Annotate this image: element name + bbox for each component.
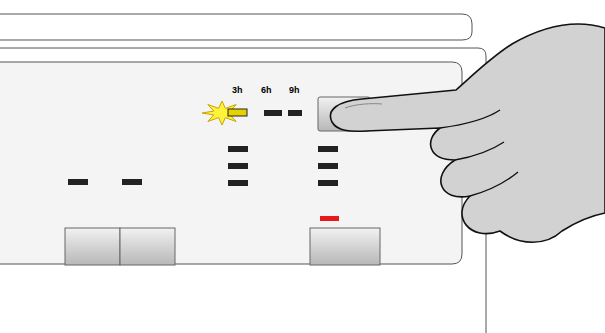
indicator-bar bbox=[318, 180, 338, 186]
indicator-bar bbox=[228, 146, 248, 152]
delay-bar bbox=[264, 110, 282, 116]
fingernail bbox=[345, 104, 382, 108]
indicator-bar bbox=[228, 180, 248, 186]
lit-delay-bar bbox=[228, 109, 247, 116]
appliance-edge bbox=[0, 48, 486, 333]
delay-hours-label: 3h bbox=[232, 85, 243, 95]
delay-hours-label: 6h bbox=[261, 85, 272, 95]
indicator-bar bbox=[228, 163, 248, 169]
red-indicator bbox=[320, 216, 339, 221]
indicator-dash bbox=[68, 179, 88, 185]
hand-crease bbox=[440, 110, 500, 128]
hand-crease bbox=[470, 172, 518, 196]
indicator-bar bbox=[318, 146, 338, 152]
pointing-hand bbox=[330, 24, 605, 242]
indicator-dash bbox=[122, 179, 142, 185]
start-button bbox=[310, 228, 380, 265]
program-button bbox=[120, 228, 175, 265]
hand-crease bbox=[455, 142, 504, 160]
delay-hours-label: 9h bbox=[289, 85, 300, 95]
control-panel bbox=[0, 62, 462, 264]
lid-strip bbox=[0, 14, 472, 40]
program-button bbox=[65, 228, 120, 265]
delay-bar bbox=[288, 110, 302, 116]
indicator-bar bbox=[318, 163, 338, 169]
